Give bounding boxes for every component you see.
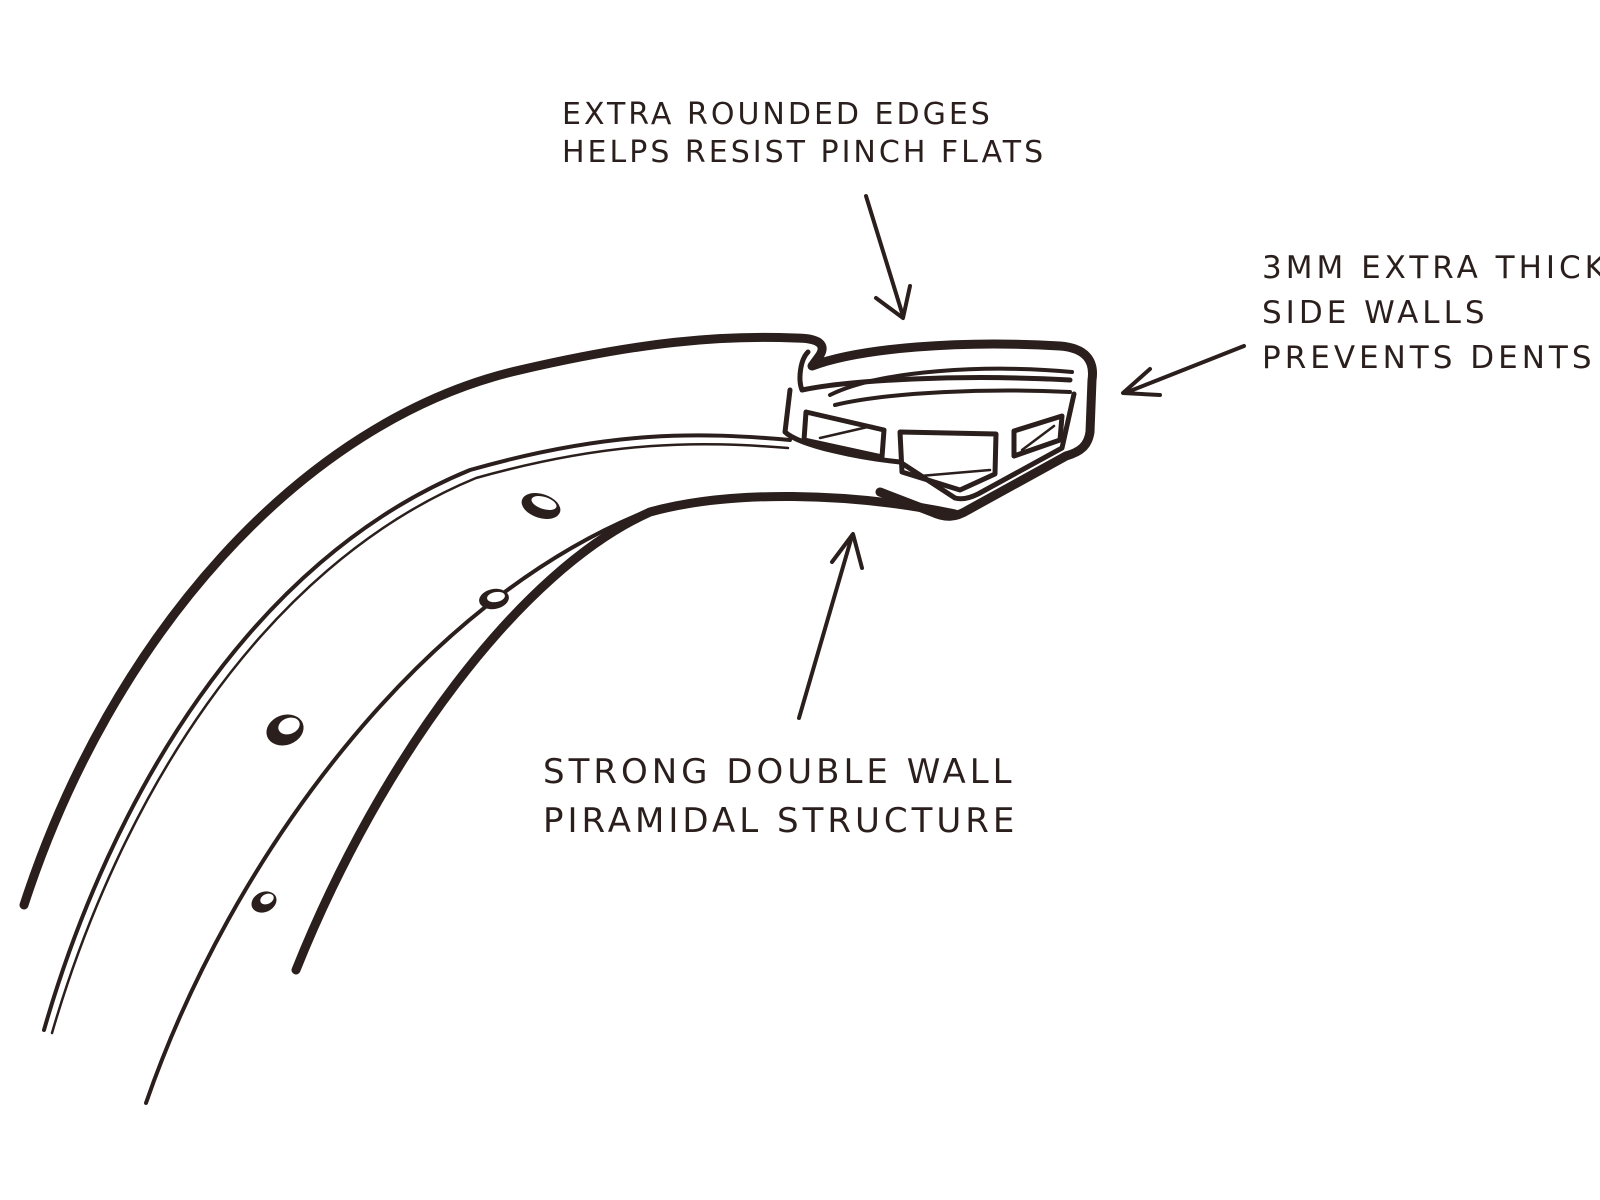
annotation-side-walls-line1: 3MM EXTRA THICK bbox=[1262, 250, 1600, 286]
spoke-hole bbox=[251, 891, 277, 913]
rim-wall-line-inner bbox=[50, 442, 790, 1035]
spoke-hole bbox=[266, 714, 304, 746]
annotation-side-walls-line2: SIDE WALLS bbox=[1262, 294, 1489, 331]
rim-inner-line bbox=[144, 508, 652, 1105]
arrow-rounded-edges bbox=[864, 194, 912, 320]
spoke-hole bbox=[479, 588, 509, 610]
annotation-structure: STRONG DOUBLE WALL PIRAMIDAL STRUCTURE bbox=[543, 748, 1018, 847]
spoke-hole bbox=[521, 493, 561, 519]
rim-wall-line-outer bbox=[42, 433, 792, 1032]
rim-cross-section bbox=[782, 333, 1098, 521]
annotation-structure-line2: PIRAMIDAL STRUCTURE bbox=[543, 801, 1019, 842]
arrow-structure bbox=[797, 532, 864, 720]
annotation-rounded-edges-line1: EXTRA ROUNDED EDGES bbox=[562, 97, 993, 132]
annotation-structure-line1: STRONG DOUBLE WALL bbox=[543, 752, 1016, 792]
arrow-side-walls bbox=[1121, 344, 1246, 397]
annotation-side-walls: 3MM EXTRA THICK SIDE WALLS PREVENTS DENT… bbox=[1262, 246, 1600, 381]
spoke-holes bbox=[251, 493, 561, 913]
rim-outer-edge bbox=[19, 332, 800, 910]
annotation-rounded-edges-line2: HELPS RESIST PINCH FLATS bbox=[562, 134, 1047, 170]
rim-inner-bed-edge bbox=[291, 492, 960, 975]
annotation-rounded-edges: EXTRA ROUNDED EDGES HELPS RESIST PINCH F… bbox=[562, 96, 1047, 171]
annotation-side-walls-line3: PREVENTS DENTS bbox=[1262, 339, 1596, 376]
